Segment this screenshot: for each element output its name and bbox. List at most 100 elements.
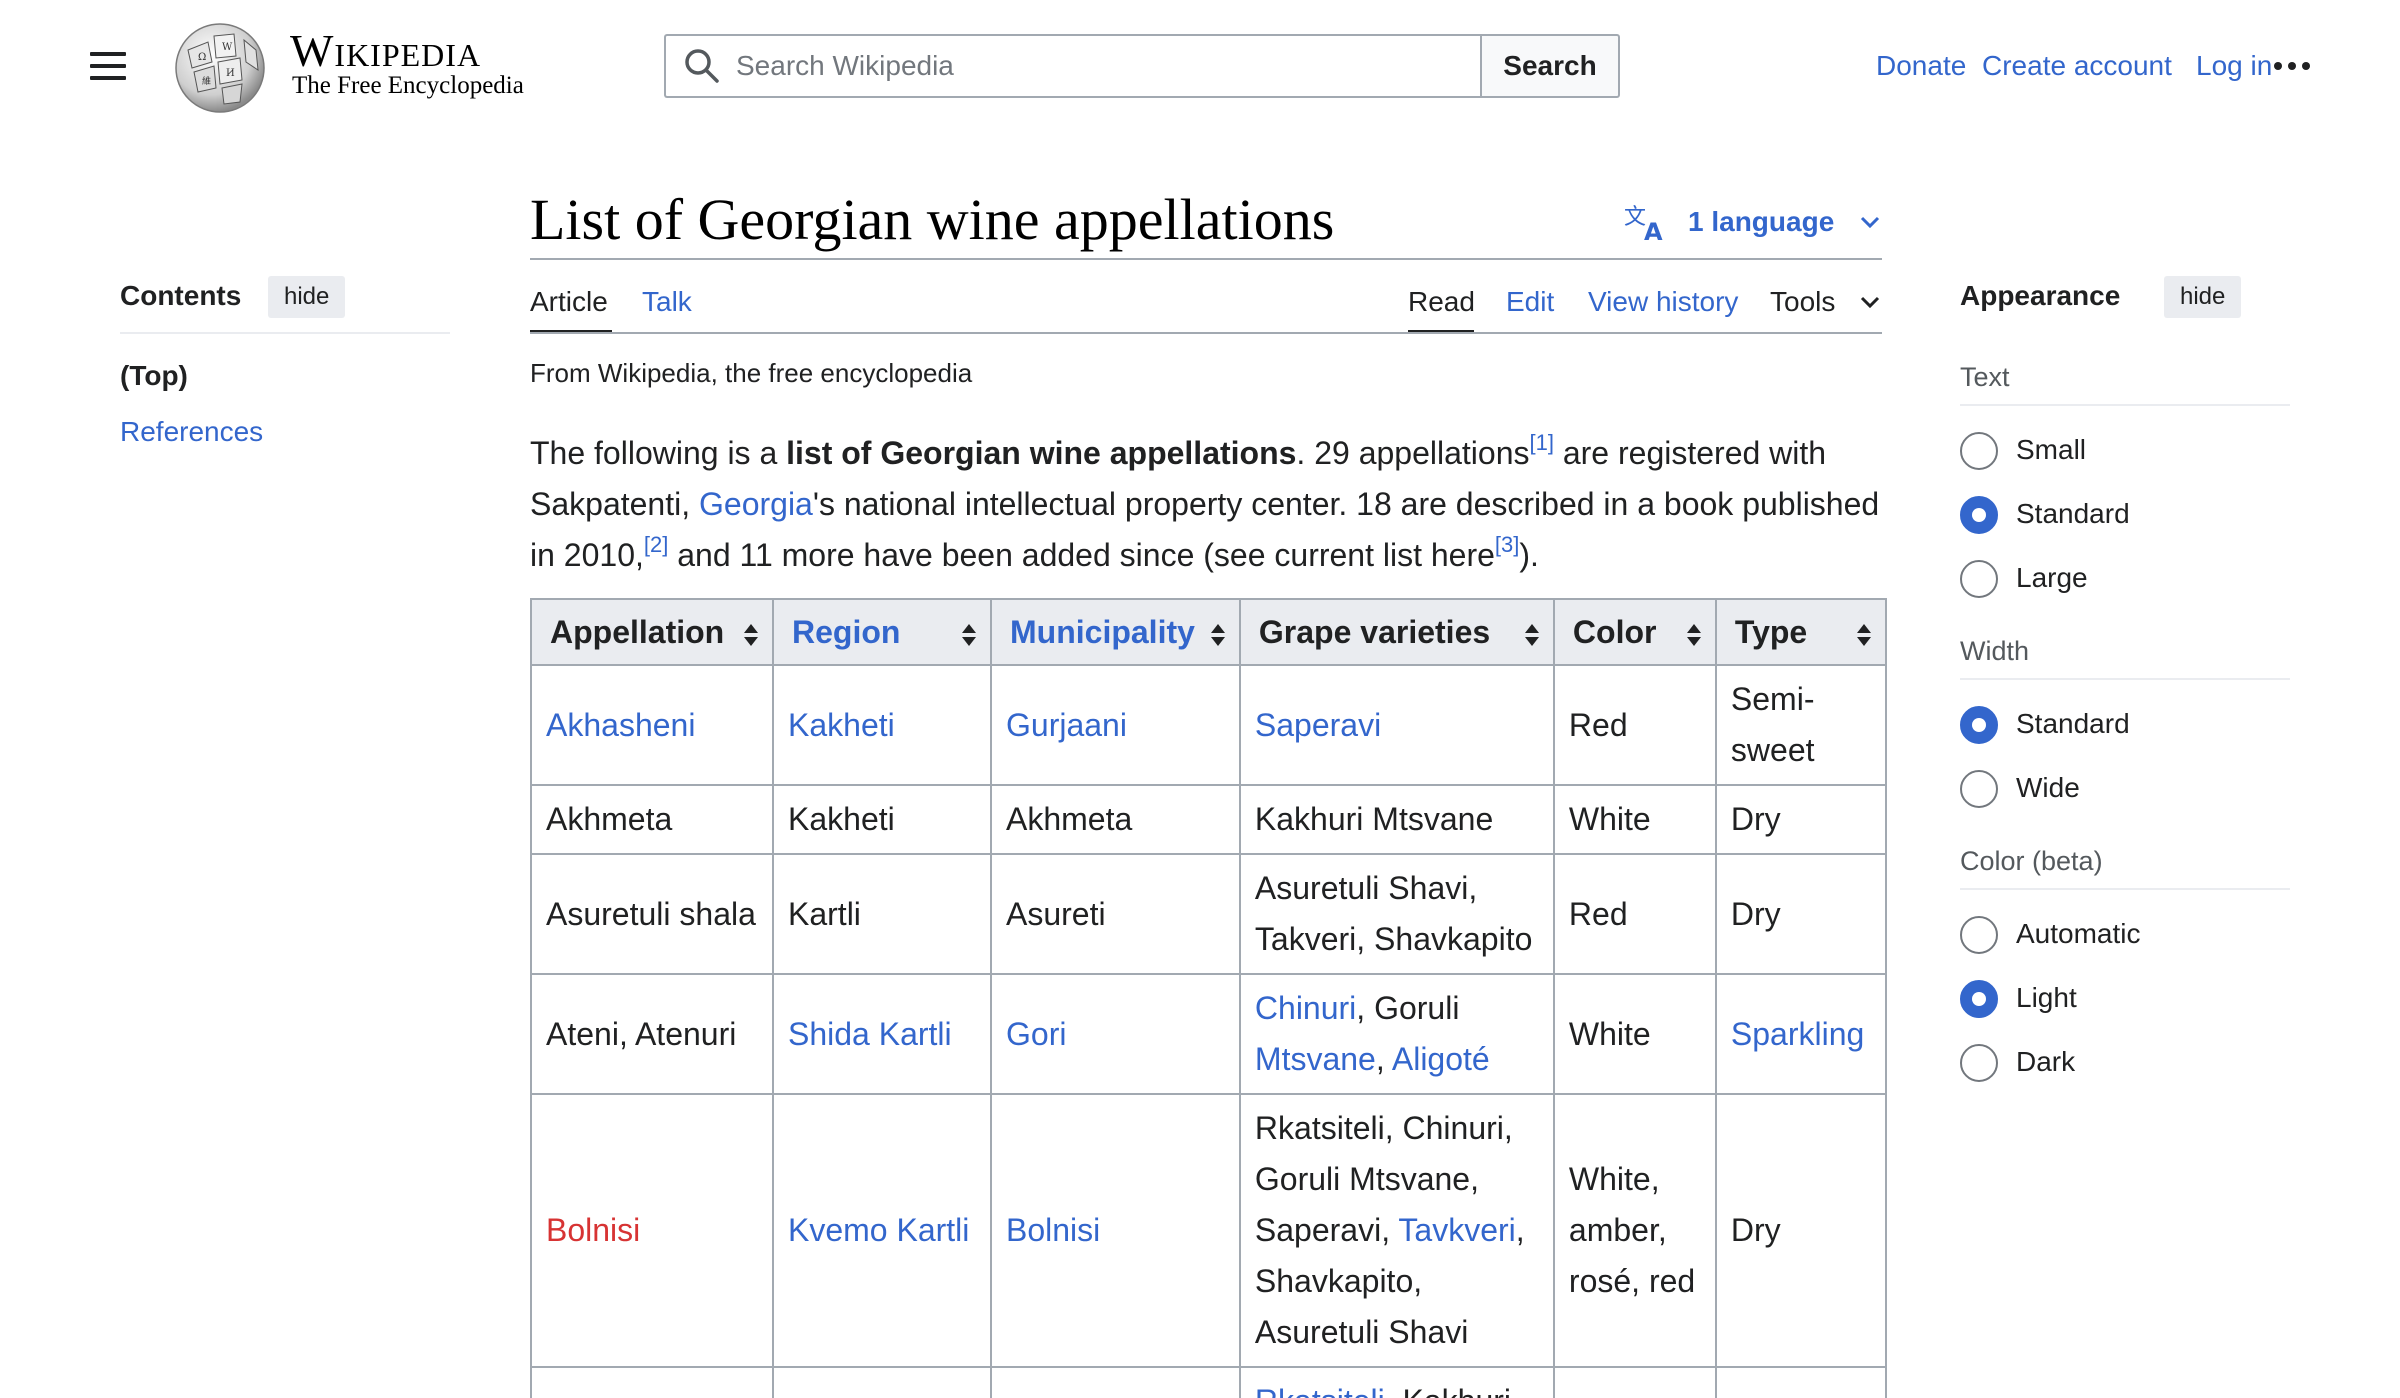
appellations-table: Appellation Region Municipality Grape va…	[530, 598, 1887, 1398]
radio-text-standard[interactable]	[1960, 496, 1998, 534]
radio-label[interactable]: Large	[2016, 562, 2088, 593]
page-title: List of Georgian wine appellations	[530, 187, 1335, 252]
tabs-divider	[530, 332, 1882, 334]
table-row: Akhmeta Kakheti Akhmeta Kakhuri Mtsvane …	[530, 784, 1887, 855]
cell-municipality[interactable]: Bolnisi	[990, 1093, 1241, 1368]
tab-view-history[interactable]: View history	[1588, 286, 1739, 317]
search-input[interactable]	[736, 40, 1466, 92]
radio-text-small[interactable]	[1960, 432, 1998, 470]
toc-hide-button[interactable]: hide	[268, 276, 346, 318]
cell-region	[772, 1366, 992, 1398]
radio-label[interactable]: Light	[2016, 982, 2077, 1013]
sort-icon[interactable]	[1210, 624, 1225, 646]
appearance-hide-button[interactable]: hide	[2164, 276, 2242, 318]
cell-color: White	[1552, 973, 1717, 1095]
cell-type: Dry	[1714, 784, 1887, 855]
wikipedia-wordmark[interactable]: Wikipedia	[290, 25, 482, 76]
aligote-link[interactable]: Aligoté	[1391, 1041, 1490, 1077]
section-divider	[1960, 404, 2290, 406]
toc-item-references[interactable]: References	[120, 416, 264, 447]
reference-1[interactable]: [1]	[1529, 430, 1554, 455]
radio-color-dark[interactable]	[1960, 1044, 1998, 1082]
cell-grapes: Chinuri, Goruli Mtsvane, Aligoté	[1238, 973, 1555, 1095]
radio-text-large[interactable]	[1960, 560, 1998, 598]
create-account-link[interactable]: Create account	[1982, 50, 2172, 81]
section-divider	[1960, 678, 2290, 680]
donate-link[interactable]: Donate	[1876, 50, 1967, 81]
svg-text:Ω: Ω	[198, 52, 206, 63]
rkatsiteli-link[interactable]: Rkatsiteli	[1255, 1383, 1385, 1398]
cell-grapes[interactable]: Saperavi	[1238, 664, 1555, 786]
tools-menu[interactable]: Tools	[1770, 286, 1836, 317]
more-options-icon[interactable]	[2274, 62, 2314, 70]
cell-appellation[interactable]: Akhasheni	[530, 664, 774, 786]
tavkveri-link[interactable]: Tavkveri	[1398, 1212, 1516, 1248]
table-row: Rkatsiteli, Kakhuri	[530, 1366, 1887, 1398]
mtsvane-link[interactable]: Mtsvane	[1254, 1041, 1376, 1077]
tab-article[interactable]: Article	[530, 286, 608, 317]
cell-region[interactable]: Shida Kartli	[772, 973, 992, 1095]
radio-label[interactable]: Small	[2016, 434, 2087, 465]
tab-read[interactable]: Read	[1408, 286, 1475, 317]
cell-color: Red	[1552, 664, 1717, 786]
wikipedia-globe-icon[interactable]: Ω W И 維	[168, 18, 272, 114]
tools-chevron-down-icon[interactable]	[1858, 290, 1882, 314]
search-button[interactable]: Search	[1480, 34, 1620, 98]
main-menu-button[interactable]	[82, 48, 134, 84]
radio-label[interactable]: Wide	[2016, 772, 2080, 803]
table-row: Bolnisi Kvemo Kartli Bolnisi Rkatsiteli,…	[530, 1093, 1887, 1368]
radio-width-wide[interactable]	[1960, 770, 1998, 808]
cell-region[interactable]: Kvemo Kartli	[772, 1093, 992, 1368]
intro-bold-term: list of Georgian wine appellations	[786, 435, 1297, 471]
color-label: Color (beta)	[1960, 846, 2103, 876]
cell-appellation	[530, 1366, 774, 1398]
header-type[interactable]: Type	[1714, 598, 1887, 666]
radio-color-automatic[interactable]	[1960, 916, 1998, 954]
header-municipality[interactable]: Municipality	[990, 598, 1241, 666]
cell-region[interactable]: Kakheti	[772, 664, 992, 786]
cell-grapes: Rkatsiteli, Chinuri, Goruli Mtsvane, Sap…	[1238, 1093, 1555, 1368]
table-row: Asuretuli shala Kartli Asureti Asuretuli…	[530, 853, 1887, 975]
width-label: Width	[1960, 636, 2030, 666]
tab-talk[interactable]: Talk	[642, 286, 692, 317]
radio-label[interactable]: Dark	[2016, 1046, 2076, 1077]
radio-width-standard[interactable]	[1960, 706, 1998, 744]
cell-appellation: Asuretuli shala	[530, 853, 774, 975]
header-appellation[interactable]: Appellation	[530, 598, 774, 666]
tab-edit[interactable]: Edit	[1506, 286, 1555, 317]
sort-icon[interactable]	[1686, 624, 1701, 646]
cell-type: Dry	[1714, 1093, 1887, 1368]
toc-title: Contents	[120, 280, 242, 311]
cell-region: Kartli	[772, 853, 992, 975]
language-button[interactable]: 1 language	[1688, 206, 1835, 237]
cell-color: White, amber, rosé, red	[1552, 1093, 1717, 1368]
sort-icon[interactable]	[1524, 624, 1539, 646]
language-icon[interactable]: 文 A	[1624, 202, 1668, 242]
log-in-link[interactable]: Log in	[2196, 50, 2273, 81]
radio-label[interactable]: Standard	[2016, 708, 2130, 739]
sort-icon[interactable]	[962, 624, 976, 646]
header-region[interactable]: Region	[772, 598, 992, 666]
reference-3[interactable]: [3]	[1494, 532, 1520, 557]
chinuri-link[interactable]: Chinuri	[1254, 990, 1357, 1026]
cell-grapes: Rkatsiteli, Kakhuri	[1238, 1366, 1555, 1398]
radio-label[interactable]: Standard	[2016, 498, 2130, 529]
header-color[interactable]: Color	[1552, 598, 1717, 666]
georgia-link[interactable]: Georgia	[699, 486, 813, 522]
sort-icon[interactable]	[744, 624, 758, 646]
toc-item-top[interactable]: (Top)	[120, 360, 188, 391]
text-size-label: Text	[1960, 362, 2010, 392]
cell-municipality[interactable]: Gurjaani	[990, 664, 1241, 786]
chevron-down-icon[interactable]	[1858, 210, 1882, 234]
table-row: Ateni, Atenuri Shida Kartli Gori Chinuri…	[530, 973, 1887, 1095]
sort-icon[interactable]	[1856, 624, 1871, 646]
reference-2[interactable]: [2]	[643, 532, 669, 557]
cell-type[interactable]: Sparkling	[1714, 973, 1887, 1095]
radio-label[interactable]: Automatic	[2016, 918, 2141, 949]
appearance-title: Appearance	[1960, 280, 2121, 311]
header-grape-varieties[interactable]: Grape varieties	[1238, 598, 1555, 666]
cell-appellation[interactable]: Bolnisi	[530, 1093, 774, 1368]
radio-color-light[interactable]	[1960, 980, 1998, 1018]
cell-municipality[interactable]: Gori	[990, 973, 1241, 1095]
svg-text:W: W	[222, 42, 233, 53]
